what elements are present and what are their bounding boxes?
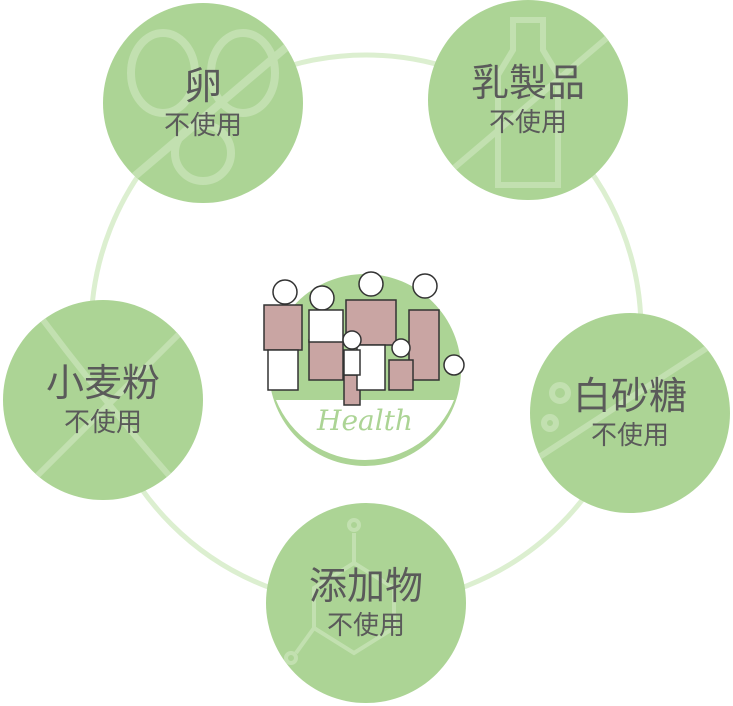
node-dairy: 乳製品 不使用 — [428, 0, 628, 200]
item-status: 不使用 — [326, 611, 405, 641]
sugar-icon — [530, 330, 730, 466]
node-sugar: 白砂糖 不使用 — [530, 313, 730, 513]
item-status: 不使用 — [590, 421, 669, 451]
node-additives: 添加物 不使用 — [266, 503, 466, 703]
item-name: 乳製品 — [470, 61, 585, 105]
item-name: 卵 — [183, 64, 222, 108]
egg-icon — [103, 29, 303, 203]
health-label: Health — [316, 404, 413, 437]
node-flour: 小麦粉 不使用 — [3, 300, 203, 500]
item-status: 不使用 — [163, 111, 242, 141]
item-name: 小麦粉 — [45, 361, 160, 405]
milk-bottle-icon — [428, 17, 628, 193]
node-egg: 卵 不使用 — [103, 3, 303, 203]
molecule-icon — [284, 518, 396, 665]
item-status: 不使用 — [488, 108, 567, 138]
wheat-icon — [20, 317, 196, 493]
item-name: 添加物 — [308, 564, 423, 608]
item-status: 不使用 — [63, 408, 142, 438]
family-illustration: Health — [263, 271, 465, 466]
item-name: 白砂糖 — [572, 374, 687, 418]
